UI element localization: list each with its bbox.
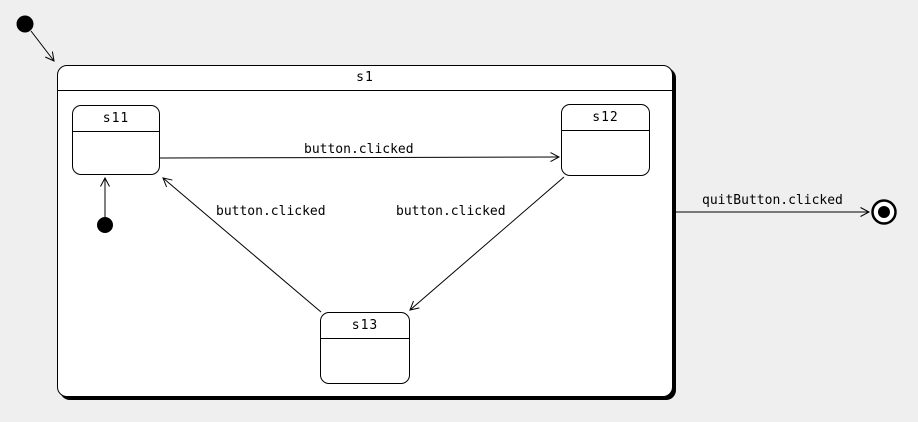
state-title-s12: s12 — [562, 105, 649, 131]
transition-arrow-s12-to-s13[interactable] — [409, 176, 565, 311]
state-title-s11: s11 — [73, 106, 159, 132]
state-s13[interactable]: s13 — [320, 312, 410, 384]
state-s11[interactable]: s11 — [72, 105, 160, 175]
transition-label-s11-to-s12[interactable]: button.clicked — [304, 142, 414, 157]
state-title-s13: s13 — [321, 313, 409, 339]
transition-arrow-s13-to-s11[interactable] — [162, 177, 322, 313]
transition-arrow-initial-to-s1[interactable] — [30, 30, 55, 62]
transition-label-s12-to-s13[interactable]: button.clicked — [396, 204, 506, 219]
state-s12[interactable]: s12 — [561, 104, 650, 176]
final-state-icon[interactable] — [871, 199, 897, 225]
transition-arrow-s11-to-s12[interactable] — [159, 152, 561, 162]
initial-pseudostate-icon[interactable] — [16, 15, 34, 33]
transition-label-s1-to-final[interactable]: quitButton.clicked — [702, 193, 843, 208]
transition-label-s13-to-s11[interactable]: button.clicked — [216, 204, 326, 219]
inner-initial-pseudostate-icon[interactable] — [97, 217, 113, 233]
state-title-s1: s1 — [58, 66, 672, 91]
